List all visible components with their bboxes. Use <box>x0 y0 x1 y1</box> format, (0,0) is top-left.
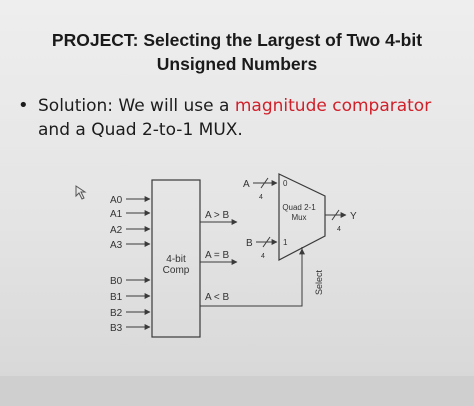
mux-port-0: 0 <box>283 179 288 188</box>
input-a2: A2 <box>110 225 123 236</box>
output-y-label: Y <box>350 211 357 222</box>
bullet-line-2: and a Quad 2-to-1 MUX. <box>38 120 243 140</box>
bus-a: A 4 0 <box>243 177 288 201</box>
comparator-outputs: A > B A = B A < B <box>200 210 305 307</box>
output-y-slash <box>331 209 340 221</box>
a-inputs: A0 A1 A2 A3 <box>110 195 151 251</box>
input-b2: B2 <box>110 308 123 319</box>
bullet-text: Solution: We will use a magnitude compar… <box>38 94 468 142</box>
mouse-cursor-icon <box>75 185 87 200</box>
bus-b: B 4 1 <box>246 236 288 260</box>
output-y: 4 Y <box>325 209 357 233</box>
bus-b-width: 4 <box>261 253 265 260</box>
input-b3: B3 <box>110 323 123 334</box>
input-a1: A1 <box>110 209 123 220</box>
bus-b-slash <box>262 236 271 248</box>
bus-a-width: 4 <box>259 194 263 201</box>
mux-label-1: Quad 2-1 <box>282 203 316 212</box>
bus-b-label: B <box>246 238 253 249</box>
bullet-highlight: magnitude comparator <box>234 96 432 116</box>
input-b0: B0 <box>110 276 123 287</box>
bottom-strip <box>0 376 474 406</box>
input-b1: B1 <box>110 292 123 303</box>
comparator-mux-diagram: 4-bit Comp A0 A1 A2 A3 B0 B1 B2 B3 A <box>75 173 357 338</box>
wire-lt-to-select <box>200 247 303 307</box>
slide-title: PROJECT: Selecting the Largest of Two 4-… <box>10 28 464 76</box>
input-a0: A0 <box>110 195 123 206</box>
b-inputs: B0 B1 B2 B3 <box>110 276 151 334</box>
title-line-1: PROJECT: Selecting the Largest of Two 4-… <box>51 30 423 50</box>
bullet-dot-icon: • <box>18 95 29 116</box>
output-eq-label: A = B <box>205 250 230 261</box>
output-gt-label: A > B <box>205 210 230 221</box>
bus-a-slash <box>260 177 269 189</box>
mux-port-1: 1 <box>283 238 288 247</box>
comparator-block <box>151 179 201 338</box>
select-label: Select <box>314 269 324 295</box>
input-a3: A3 <box>110 240 123 251</box>
comparator-label-2: Comp <box>163 265 190 276</box>
bullet-prefix: Solution: We will use a <box>38 96 235 116</box>
output-y-width: 4 <box>337 226 341 233</box>
mux-label-2: Mux <box>291 213 306 222</box>
comparator-label-1: 4-bit <box>166 254 186 265</box>
mux-block <box>278 173 326 261</box>
output-lt-label: A < B <box>205 292 230 303</box>
title-line-2: Unsigned Numbers <box>156 54 318 74</box>
bus-a-label: A <box>243 179 250 190</box>
